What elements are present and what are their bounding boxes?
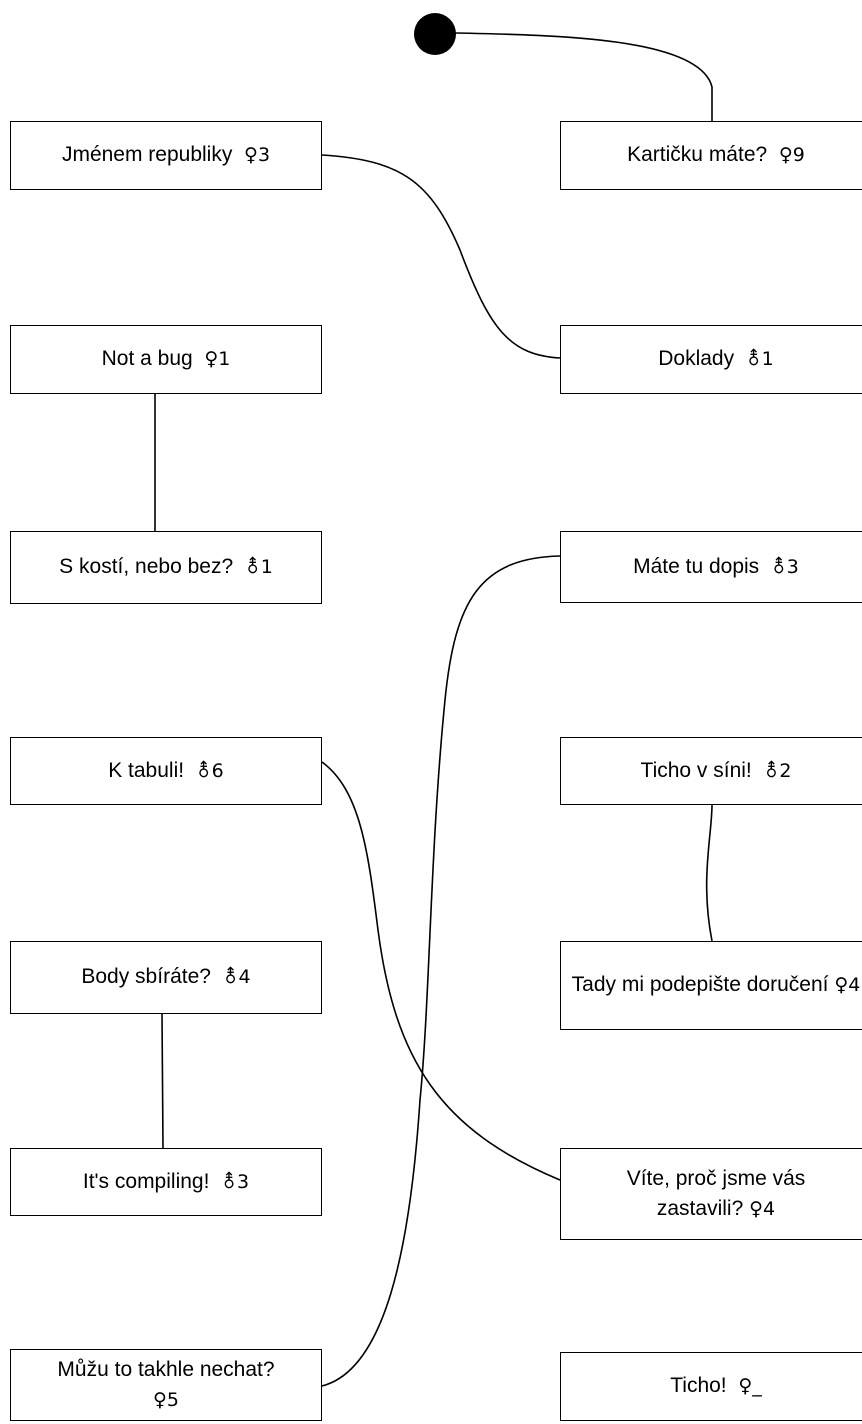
start-node: [414, 13, 456, 55]
node-karticku-mate[interactable]: Kartičku máte? ♀9: [560, 121, 862, 190]
node-tag: ⚨3: [770, 555, 799, 578]
node-k-tabuli[interactable]: K tabuli! ⚨6: [10, 737, 322, 805]
node-body-sbirate[interactable]: Body sbíráte? ⚨4: [10, 941, 322, 1014]
node-tag: ⚨6: [195, 759, 224, 782]
node-tag: ♀5: [152, 1389, 179, 1411]
node-label: Tady mi podepište doručení: [571, 973, 829, 997]
node-label: Not a bug: [101, 347, 193, 371]
node-tag: ⚨1: [745, 348, 774, 371]
node-label: Můžu to takhle nechat?: [57, 1357, 275, 1381]
node-doklady[interactable]: Doklady ⚨1: [560, 325, 862, 394]
node-label: Jménem republiky: [61, 143, 233, 167]
node-label: It's compiling!: [82, 1169, 210, 1193]
edge-mate-tu-dopis-to-muzu-to-takhle: [321, 555, 561, 1387]
node-tag: ⚨2: [763, 759, 792, 782]
node-jmenem-republiky[interactable]: Jménem republiky ♀3: [10, 121, 322, 190]
node-tag: ⚨3: [221, 1170, 250, 1193]
node-label: Doklady: [658, 347, 735, 371]
node-muzu-to-takhle[interactable]: Můžu to takhle nechat? ♀5: [10, 1349, 322, 1421]
node-label: Ticho!: [670, 1374, 727, 1398]
node-not-a-bug[interactable]: Not a bug ♀1: [10, 325, 322, 394]
node-label: K tabuli!: [108, 758, 185, 782]
node-label: Body sbíráte?: [81, 965, 211, 989]
node-its-compiling[interactable]: It's compiling! ⚨3: [10, 1148, 322, 1216]
node-ticho-v-sini[interactable]: Ticho v síni! ⚨2: [560, 737, 862, 805]
node-ticho[interactable]: Ticho! ♀_: [560, 1352, 862, 1421]
node-vite-proc[interactable]: Víte, proč jsme vás zastavili? ♀4: [560, 1148, 862, 1240]
node-label: Víte, proč jsme vás zastavili?: [626, 1166, 806, 1220]
edge-body-sbirate-to-its-compiling: [161, 1013, 164, 1149]
node-mate-tu-dopis[interactable]: Máte tu dopis ⚨3: [560, 531, 862, 603]
edge-start-to-karticku-mate: [454, 32, 713, 121]
edge-k-tabuli-to-vite-proc: [321, 761, 561, 1181]
node-tag: ♀_: [738, 1375, 762, 1398]
node-tady-mi-podepiste[interactable]: Tady mi podepište doručení ♀4: [560, 941, 862, 1030]
node-s-kosti[interactable]: S kostí, nebo bez? ⚨1: [10, 531, 322, 604]
node-tag: ♀1: [204, 348, 231, 371]
node-tag: ♀4: [749, 1198, 776, 1220]
node-label: S kostí, nebo bez?: [59, 555, 234, 579]
node-label: Máte tu dopis: [633, 554, 760, 578]
node-tag: ⚨1: [244, 556, 273, 579]
node-tag: ♀4: [834, 974, 861, 997]
edge-ticho-v-sini-to-tady-mi-podepiste: [705, 804, 713, 942]
node-tag: ♀3: [244, 144, 271, 167]
node-label: Ticho v síni!: [640, 758, 752, 782]
node-tag: ⚨4: [222, 966, 251, 989]
node-tag: ♀9: [778, 144, 805, 167]
node-label: Kartičku máte?: [627, 143, 768, 167]
edge-jmenem-republiky-to-doklady: [321, 154, 561, 359]
